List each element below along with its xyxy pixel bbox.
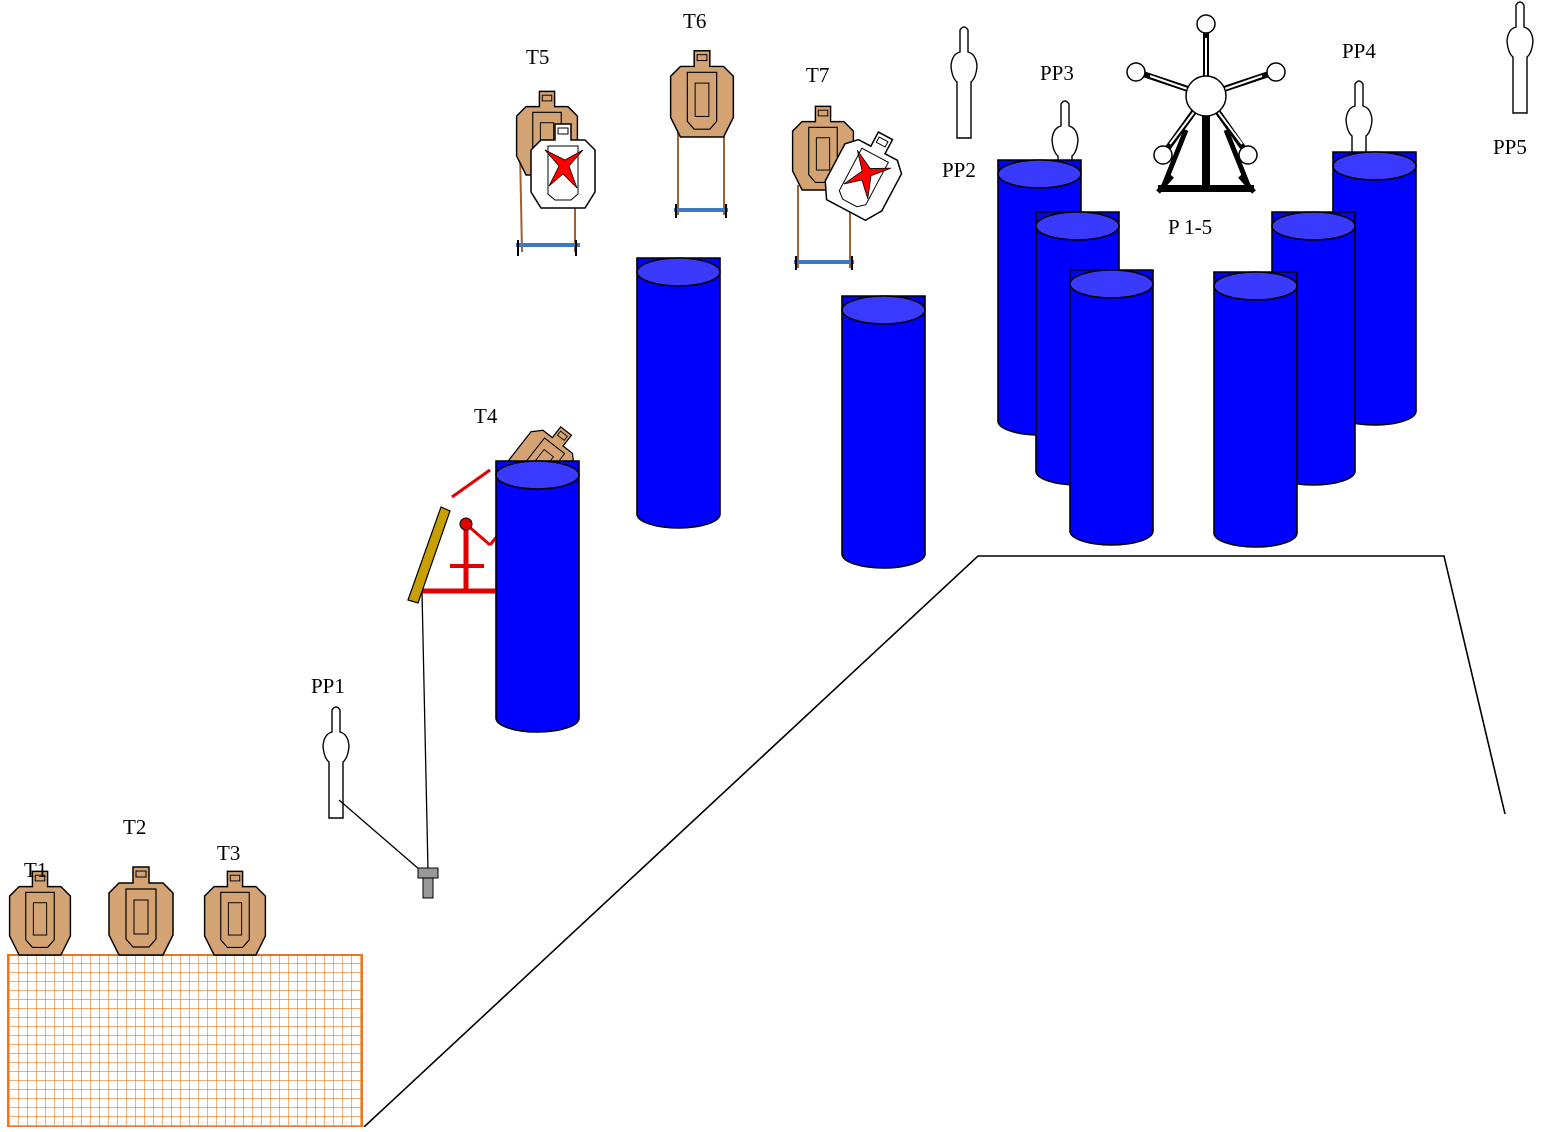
barrel-icon: [1213, 271, 1298, 548]
barrel-top: [997, 159, 1082, 189]
popper-pp5: [1506, 1, 1534, 114]
barrel-top: [1332, 151, 1417, 181]
target-t3: [203, 870, 267, 956]
label-pp5: PP5: [1493, 135, 1527, 159]
no-shoot-target-icon: [824, 131, 903, 222]
label-pp3: PP3: [1040, 61, 1074, 85]
barrel-icon: [1069, 269, 1154, 546]
label-t7: T7: [806, 63, 829, 87]
activator-cable: [421, 591, 429, 871]
label-t5: T5: [526, 45, 549, 69]
barrel-top: [1213, 271, 1298, 301]
barrel-top: [1035, 211, 1120, 241]
barrels: [495, 151, 1417, 733]
target-t2: [108, 866, 174, 956]
plate-tree-icon: [1126, 14, 1286, 194]
mesh-fence-icon: [7, 954, 363, 1128]
label-pp4: PP4: [1342, 39, 1376, 63]
barrel-top: [636, 257, 721, 287]
barrel-top: [1271, 211, 1356, 241]
fault-line: [363, 555, 1506, 1128]
label-t6: T6: [683, 9, 706, 33]
activator-pedal-icon: [417, 867, 439, 899]
popper-pp1: [322, 706, 350, 819]
popper-pp2: [950, 26, 978, 139]
barrel-top: [495, 460, 580, 490]
barrel-top: [841, 295, 926, 325]
label-t2: T2: [123, 815, 146, 839]
target-t1: [8, 870, 72, 956]
barrel-top: [1069, 269, 1154, 299]
target-t6: [669, 50, 735, 218]
barrel-icon: [495, 460, 580, 733]
label-pp2: PP2: [942, 158, 976, 182]
no-shoot-target-icon: [530, 123, 596, 209]
label-plates: P 1-5: [1168, 215, 1212, 239]
activator-cable: [338, 799, 421, 871]
label-t4: T4: [474, 404, 498, 428]
label-t1: T1: [24, 858, 47, 882]
barrel-icon: [841, 295, 926, 569]
label-t3: T3: [217, 841, 240, 865]
barrel-icon: [636, 257, 721, 529]
label-pp1: PP1: [311, 674, 345, 698]
